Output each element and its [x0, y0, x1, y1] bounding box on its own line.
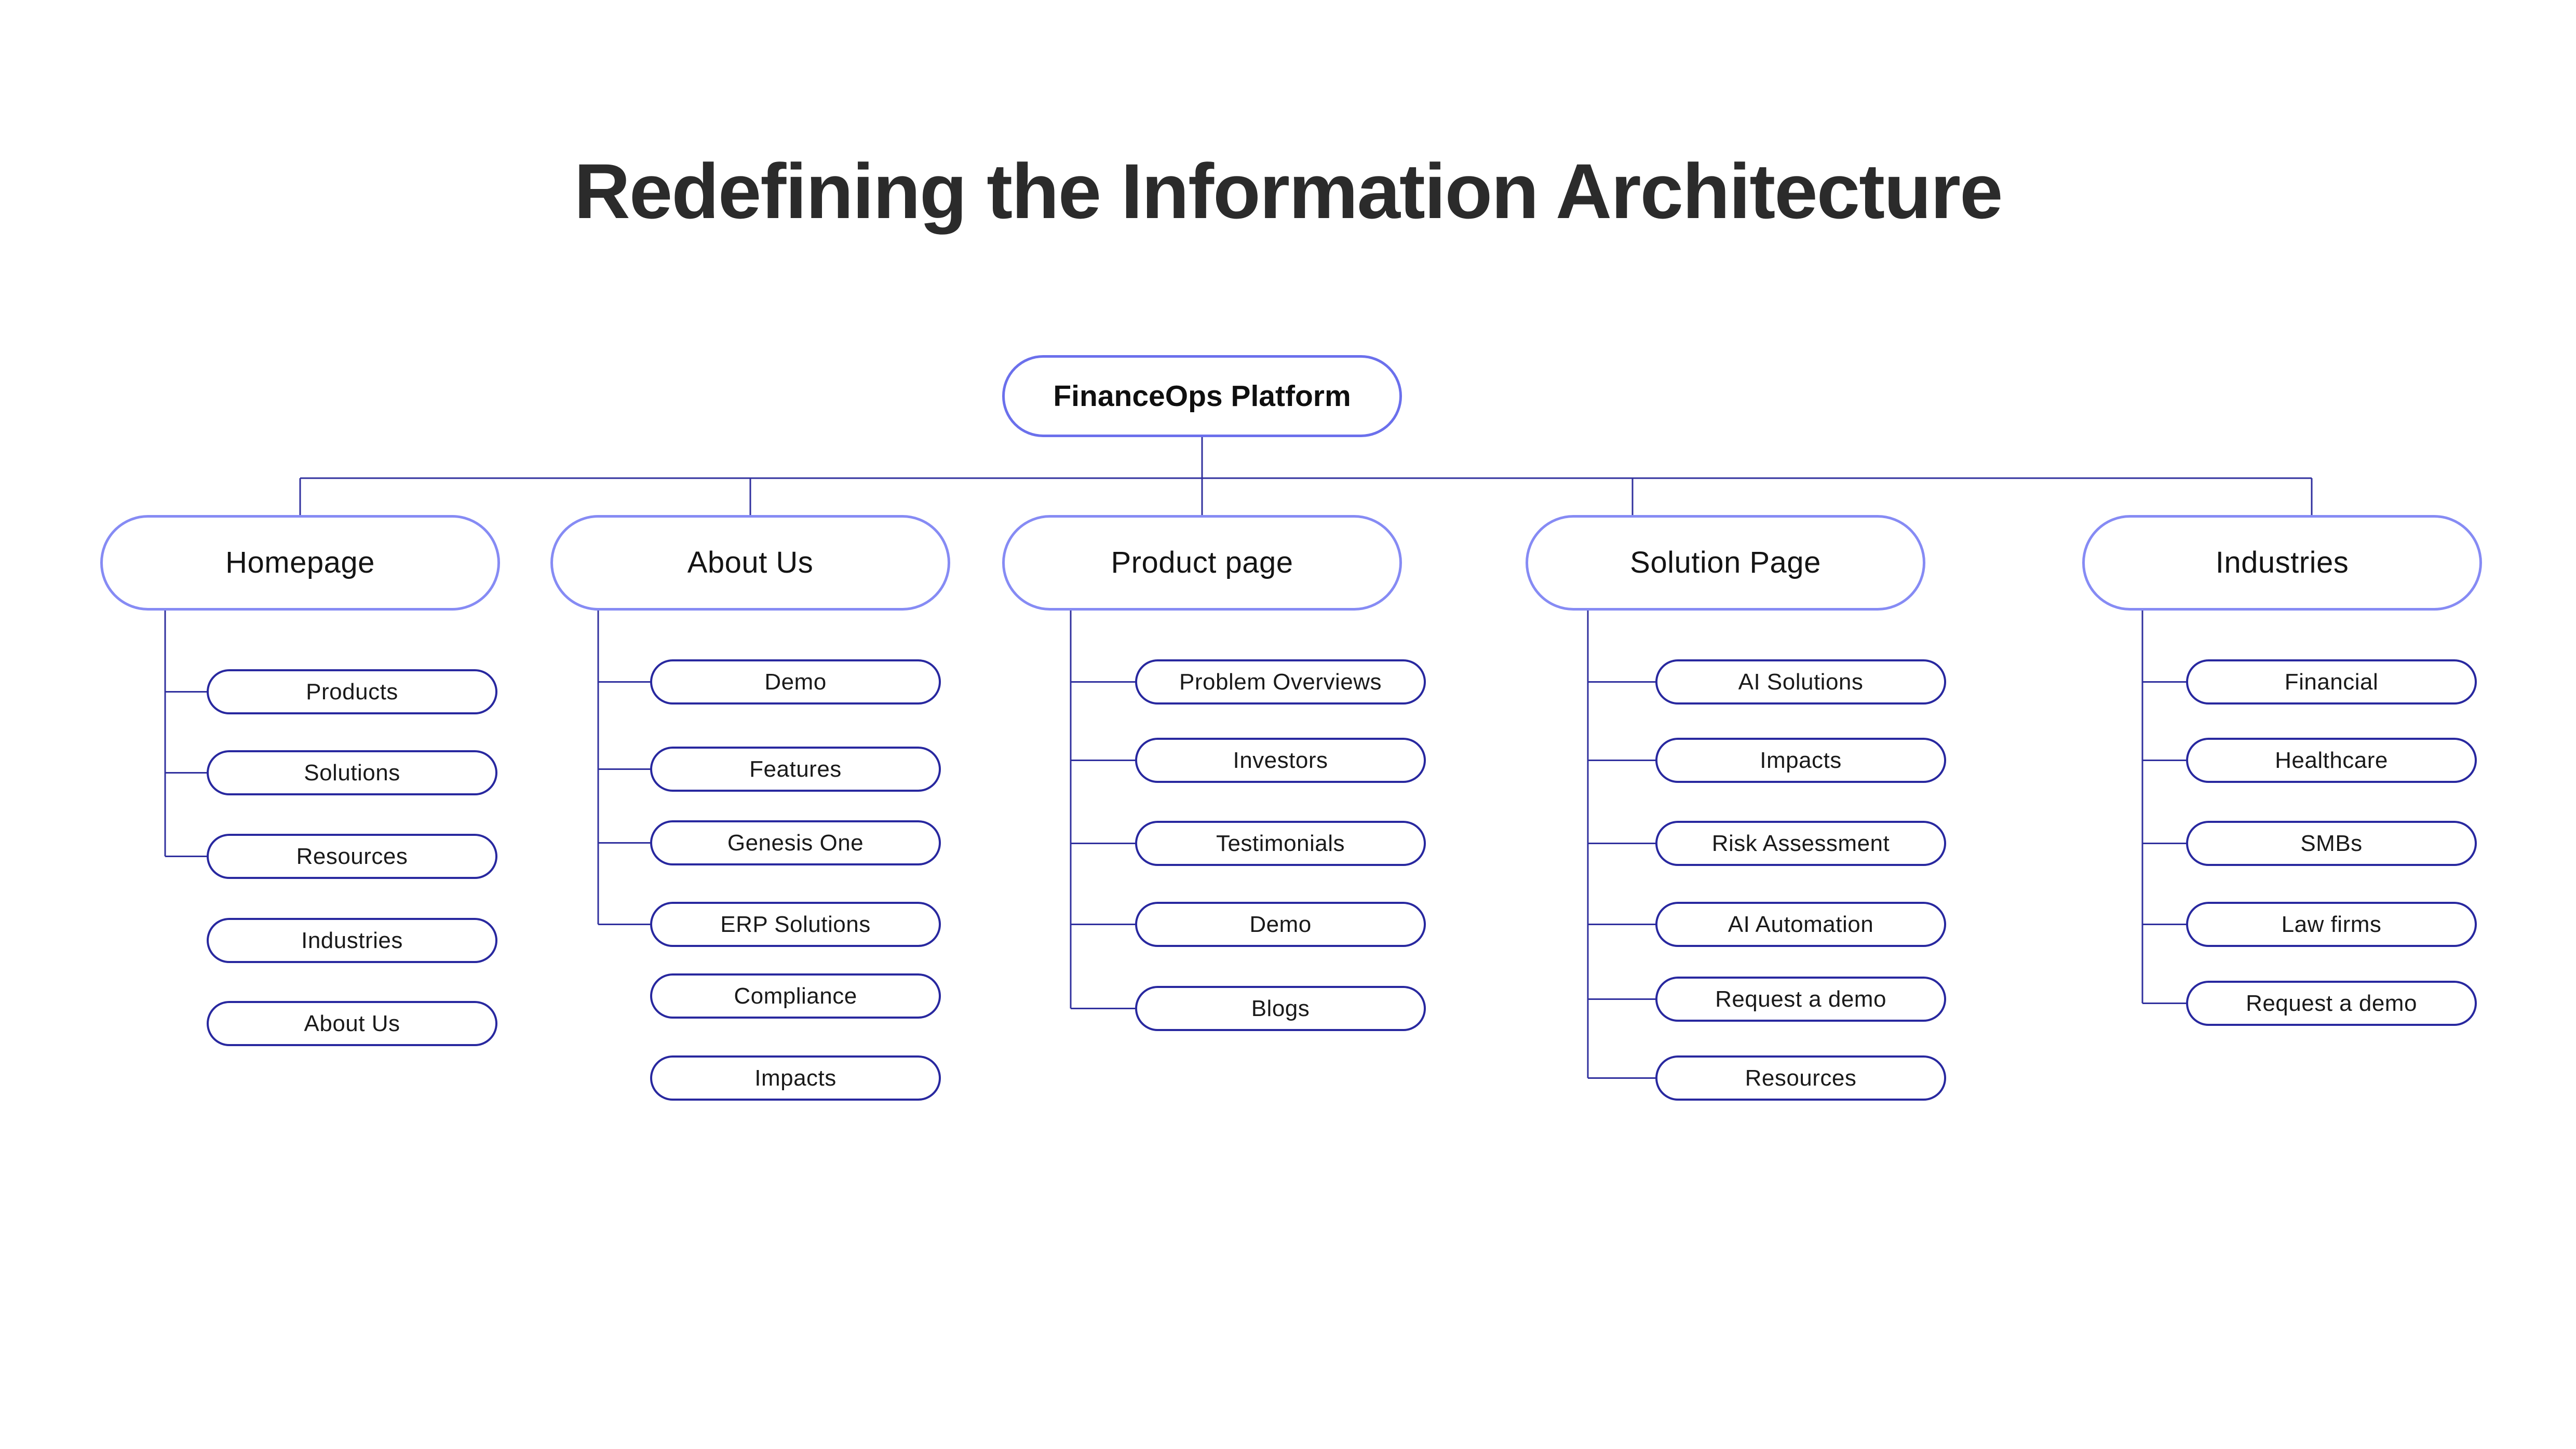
child-node-label: Compliance [734, 983, 857, 1009]
child-node-genesis-one: Genesis One [650, 820, 941, 865]
top-node-product-page: Product page [1002, 515, 1402, 611]
child-node-law-firms: Law firms [2186, 902, 2477, 947]
child-node-label: Investors [1233, 747, 1328, 773]
child-node-impacts: Impacts [650, 1055, 941, 1101]
child-node-label: Impacts [1760, 747, 1842, 773]
child-node-blogs: Blogs [1135, 986, 1426, 1031]
child-node-about-us: About Us [207, 1001, 497, 1046]
child-node-label: Blogs [1251, 995, 1310, 1021]
child-node-label: Resources [296, 843, 408, 869]
child-node-resources: Resources [207, 834, 497, 879]
child-node-testimonials: Testimonials [1135, 821, 1426, 866]
child-node-industries: Industries [207, 918, 497, 963]
child-node-erp-solutions: ERP Solutions [650, 902, 941, 947]
page-title: Redefining the Information Architecture [574, 147, 2003, 235]
child-node-ai-solutions: AI Solutions [1655, 659, 1946, 705]
child-node-label: About Us [304, 1010, 400, 1036]
child-node-label: ERP Solutions [720, 911, 871, 937]
child-node-impacts: Impacts [1655, 738, 1946, 783]
child-node-resources: Resources [1655, 1055, 1946, 1101]
child-node-label: Solutions [304, 760, 400, 786]
child-node-products: Products [207, 669, 497, 714]
child-node-label: Resources [1745, 1065, 1857, 1091]
top-node-label: Solution Page [1630, 546, 1821, 579]
child-node-solutions: Solutions [207, 750, 497, 795]
child-node-risk-assessment: Risk Assessment [1655, 821, 1946, 866]
root-node-financeops-platform: FinanceOps Platform [1002, 355, 1402, 437]
root-node-label: FinanceOps Platform [1053, 379, 1351, 413]
child-node-label: Request a demo [1715, 986, 1886, 1012]
child-node-compliance: Compliance [650, 973, 941, 1019]
top-node-homepage: Homepage [100, 515, 500, 611]
top-node-label: Product page [1111, 546, 1293, 579]
child-node-smbs: SMBs [2186, 821, 2477, 866]
top-node-industries: Industries [2082, 515, 2482, 611]
child-node-label: Testimonials [1216, 830, 1345, 856]
child-node-features: Features [650, 747, 941, 792]
top-node-label: Homepage [225, 546, 375, 579]
child-node-label: Law firms [2281, 911, 2382, 937]
child-node-investors: Investors [1135, 738, 1426, 783]
child-node-healthcare: Healthcare [2186, 738, 2477, 783]
child-node-label: Products [306, 679, 398, 705]
child-node-label: Industries [301, 927, 403, 953]
child-node-label: Genesis One [727, 830, 864, 856]
child-node-problem-overviews: Problem Overviews [1135, 659, 1426, 705]
child-node-label: Demo [764, 669, 827, 695]
child-node-label: Financial [2284, 669, 2379, 695]
child-node-ai-automation: AI Automation [1655, 902, 1946, 947]
child-node-label: SMBs [2300, 830, 2363, 856]
child-node-label: Impacts [754, 1065, 837, 1091]
child-node-demo: Demo [650, 659, 941, 705]
child-node-label: Request a demo [2246, 990, 2417, 1016]
child-node-label: Healthcare [2275, 747, 2388, 773]
child-node-financial: Financial [2186, 659, 2477, 705]
child-node-demo: Demo [1135, 902, 1426, 947]
child-node-label: Risk Assessment [1711, 830, 1890, 856]
top-node-solution-page: Solution Page [1526, 515, 1925, 611]
child-node-label: AI Solutions [1738, 669, 1864, 695]
child-node-label: Problem Overviews [1179, 669, 1382, 695]
child-node-request-a-demo: Request a demo [2186, 981, 2477, 1026]
top-node-label: About Us [687, 546, 814, 579]
top-node-label: Industries [2215, 546, 2349, 579]
child-node-label: Demo [1249, 911, 1312, 937]
child-node-label: AI Automation [1728, 911, 1874, 937]
top-node-about-us: About Us [550, 515, 950, 611]
child-node-label: Features [749, 756, 842, 782]
child-node-request-a-demo: Request a demo [1655, 977, 1946, 1022]
